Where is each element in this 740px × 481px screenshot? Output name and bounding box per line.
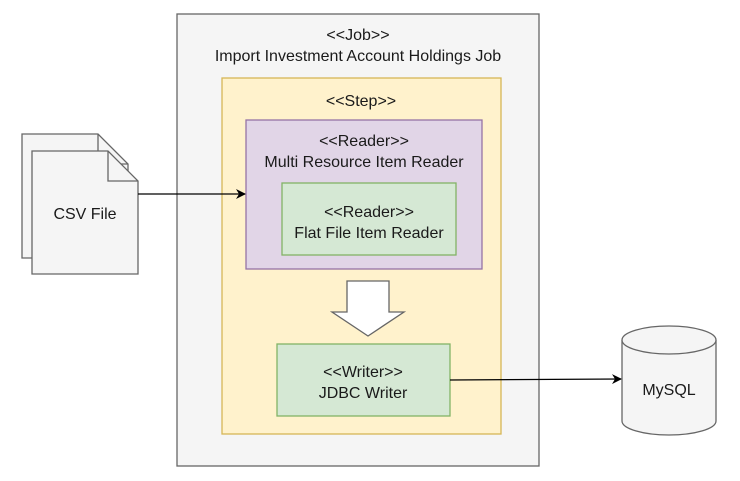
down-block-arrow	[329, 280, 407, 337]
csv-file-documents: CSV File	[21, 133, 139, 275]
writer-to-mysql-arrow	[449, 374, 622, 385]
multi-reader-stereotype: <<Reader>>	[319, 133, 409, 150]
writer-name: JDBC Writer	[319, 385, 408, 402]
flat-reader-stereotype: <<Reader>>	[324, 204, 414, 221]
job-stereotype: <<Job>>	[326, 27, 389, 44]
mysql-label: MySQL	[642, 382, 695, 399]
csv-file-label: CSV File	[53, 206, 116, 223]
csv-file-front-document-icon	[31, 150, 139, 275]
flat-file-reader-box: <<Reader>> Flat File Item Reader	[281, 182, 457, 256]
jdbc-writer-box: <<Writer>> JDBC Writer	[276, 343, 451, 417]
writer-stereotype: <<Writer>>	[323, 364, 403, 381]
mysql-database-icon: MySQL	[621, 325, 717, 436]
flat-reader-name: Flat File Item Reader	[294, 225, 444, 242]
job-title: Import Investment Account Holdings Job	[215, 48, 501, 65]
step-stereotype: <<Step>>	[326, 93, 396, 110]
multi-reader-name: Multi Resource Item Reader	[264, 154, 464, 171]
